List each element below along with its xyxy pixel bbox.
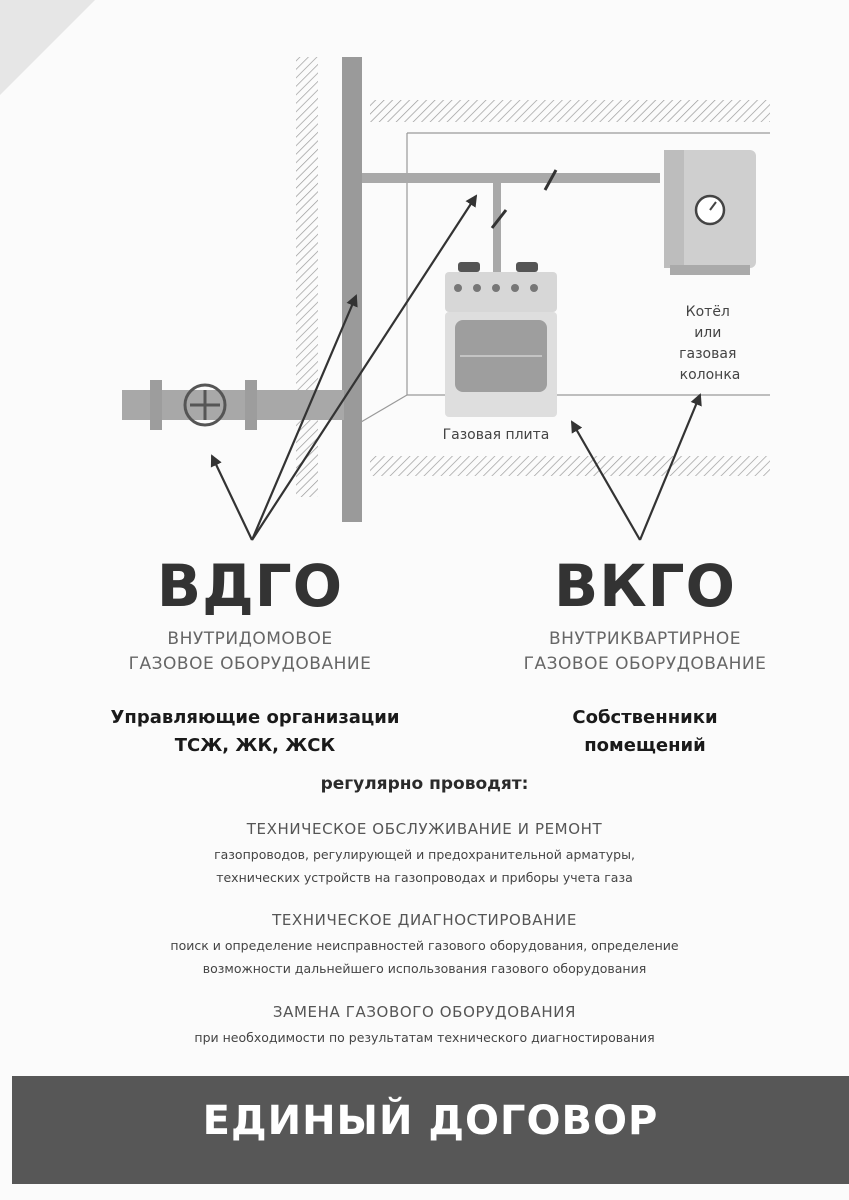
gas-equipment-diagram: Котёл или газовая колонка Газовая плита	[122, 57, 770, 541]
vdgo-full-line1: ВНУТРИДОМОВОЕ	[167, 629, 333, 649]
boiler	[664, 150, 756, 275]
vdgo-full-name: ВНУТРИДОМОВОЕ ГАЗОВОЕ ОБОРУДОВАНИЕ	[70, 627, 430, 677]
section-desc-line2: технических устройств на газопроводах и …	[216, 870, 633, 885]
vkgo-full-line2: ГАЗОВОЕ ОБОРУДОВАНИЕ	[523, 654, 767, 674]
vkgo-responsible: Собственники помещений	[495, 704, 795, 760]
vdgo-abbr: ВДГО	[156, 552, 344, 620]
stove-label: Газовая плита	[443, 427, 550, 443]
section-heading: ЗАМЕНА ГАЗОВОГО ОБОРУДОВАНИЯ	[272, 1003, 577, 1021]
vkgo-full-name: ВНУТРИКВАРТИРНОЕ ГАЗОВОЕ ОБОРУДОВАНИЕ	[462, 627, 828, 677]
apartment-pipes	[362, 169, 660, 273]
lead-text: регулярно проводят:	[320, 774, 529, 794]
section-heading: ТЕХНИЧЕСКОЕ ОБСЛУЖИВАНИЕ И РЕМОНТ	[246, 820, 603, 838]
banner-text: ЕДИНЫЙ ДОГОВОР	[202, 1098, 659, 1144]
inlet-pipe	[122, 380, 344, 430]
vkgo-owner-line1: Собственники	[572, 707, 718, 728]
vdgo-owner-line2: ТСЖ, ЖК, ЖСК	[174, 735, 336, 756]
wall-hatching	[296, 57, 770, 497]
section-heading: ТЕХНИЧЕСКОЕ ДИАГНОСТИРОВАНИЕ	[272, 911, 577, 929]
vkgo-full-line1: ВНУТРИКВАРТИРНОЕ	[548, 629, 742, 649]
folded-corner	[0, 0, 95, 95]
vkgo-abbr: ВКГО	[554, 552, 736, 620]
vdgo-owner-line1: Управляющие организации	[110, 707, 400, 728]
vkgo-arrows	[571, 393, 702, 541]
riser-pipe	[342, 57, 362, 522]
section-diagnostics: ТЕХНИЧЕСКОЕ ДИАГНОСТИРОВАНИЕ поиск и опр…	[60, 911, 789, 980]
vdgo-arrows	[210, 194, 478, 541]
section-desc-line1: поиск и определение неисправностей газов…	[170, 938, 679, 953]
boiler-label: Котёл или газовая колонка	[679, 304, 741, 383]
gas-stove	[445, 262, 557, 417]
section-replacement: ЗАМЕНА ГАЗОВОГО ОБОРУДОВАНИЯ при необход…	[60, 1003, 789, 1049]
vkgo-owner-line2: помещений	[584, 735, 706, 756]
section-desc-line1: при необходимости по результатам техниче…	[194, 1030, 655, 1045]
vdgo-full-line2: ГАЗОВОЕ ОБОРУДОВАНИЕ	[128, 654, 372, 674]
section-desc-line1: газопроводов, регулирующей и предохранит…	[214, 847, 635, 862]
section-desc-line2: возможности дальнейшего использования га…	[202, 961, 647, 976]
vdgo-responsible: Управляющие организации ТСЖ, ЖК, ЖСК	[55, 704, 455, 760]
section-maintenance: ТЕХНИЧЕСКОЕ ОБСЛУЖИВАНИЕ И РЕМОНТ газопр…	[60, 820, 789, 889]
contract-banner: ЕДИНЫЙ ДОГОВОР	[12, 1076, 849, 1184]
